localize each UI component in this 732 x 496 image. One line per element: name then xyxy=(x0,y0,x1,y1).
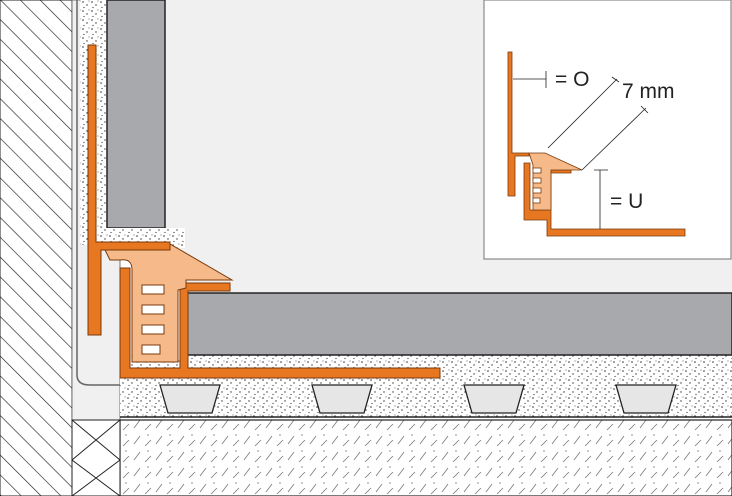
inset-profile xyxy=(507,51,686,237)
wall-tile xyxy=(106,0,166,229)
detail-inset xyxy=(483,0,732,260)
top-height-label: = O xyxy=(555,68,590,91)
insulation xyxy=(71,419,121,496)
joint-width-label: 7 mm xyxy=(622,80,675,103)
dimension-lines xyxy=(513,71,649,229)
screed xyxy=(119,419,732,496)
bottom-height-label: = U xyxy=(610,190,644,213)
floor-tile xyxy=(184,292,732,356)
movement-joint-insert xyxy=(104,243,234,363)
masonry-wall xyxy=(0,0,73,496)
mat-studs xyxy=(159,384,677,414)
